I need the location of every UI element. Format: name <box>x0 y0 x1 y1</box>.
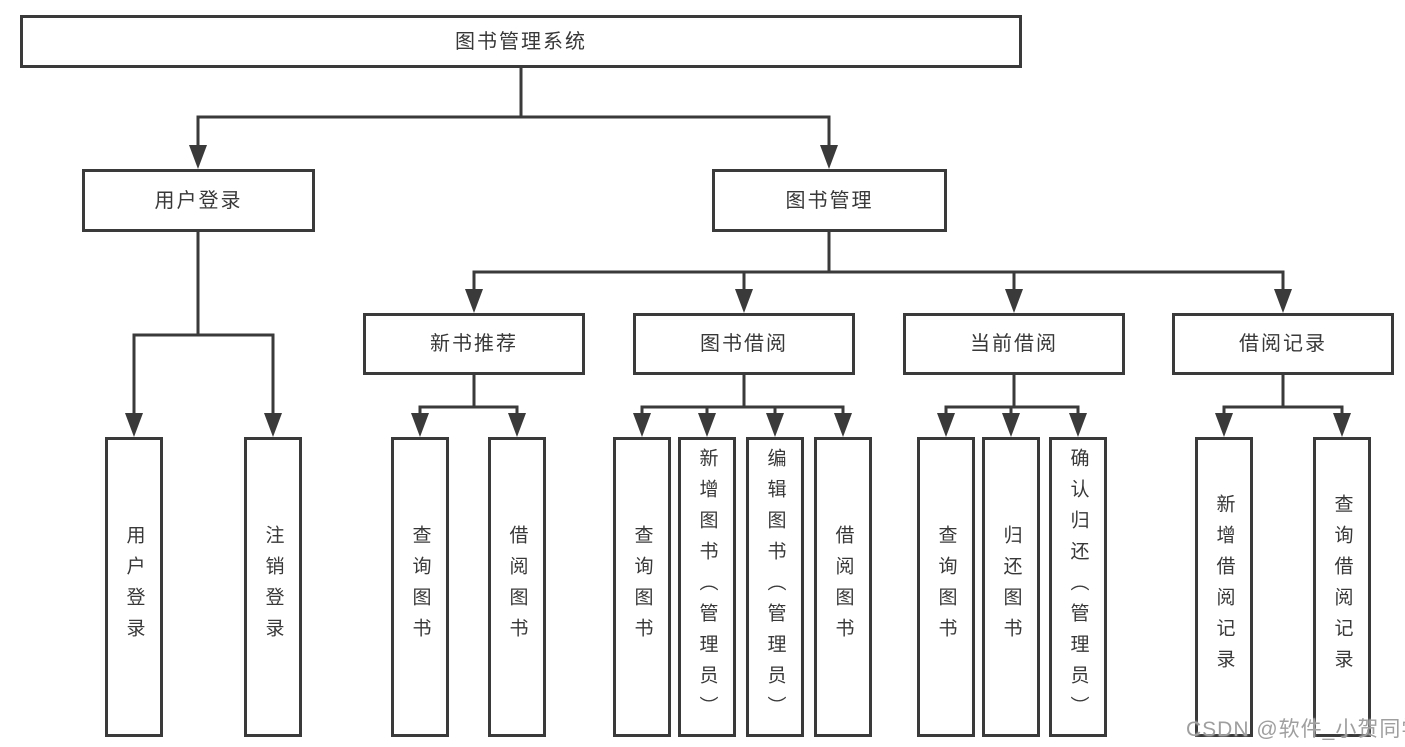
node-new-book-recommend: 新书推荐 <box>363 313 585 375</box>
node-label: 当前借阅 <box>970 333 1058 355</box>
leaf-borrow-books-recommend: 借阅图书 <box>488 437 546 737</box>
node-label: 图书管理系统 <box>455 30 587 53</box>
leaf-return-books: 归还图书 <box>982 437 1040 737</box>
node-label: 编辑图书（管理员） <box>764 447 786 727</box>
node-label: 查询借阅记录 <box>1331 494 1353 680</box>
node-label: 归还图书 <box>1000 525 1022 649</box>
leaf-add-borrow-record: 新增借阅记录 <box>1195 437 1253 737</box>
leaf-query-books-borrowing: 查询图书 <box>613 437 671 737</box>
node-label: 新增借阅记录 <box>1213 494 1235 680</box>
connector-root-to-level1 <box>189 66 838 169</box>
node-label: 借阅图书 <box>506 525 528 649</box>
node-label: 新书推荐 <box>430 333 518 355</box>
leaf-confirm-return-admin: 确认归还（管理员） <box>1049 437 1107 737</box>
node-current-borrowing: 当前借阅 <box>903 313 1125 375</box>
watermark: CSDN @软件_小贺同学 <box>1186 718 1405 741</box>
connector-book-management-children <box>465 230 1292 313</box>
connector-user-login-children <box>125 230 282 437</box>
node-borrowing-records: 借阅记录 <box>1172 313 1394 375</box>
connector-new-book-recommend-children <box>411 373 526 437</box>
node-book-management: 图书管理 <box>712 169 947 232</box>
connector-book-borrowing-children <box>633 373 852 437</box>
node-label: 查询图书 <box>409 525 431 649</box>
leaf-edit-books-admin: 编辑图书（管理员） <box>746 437 804 737</box>
leaf-query-borrow-record: 查询借阅记录 <box>1313 437 1371 737</box>
leaf-query-books-recommend: 查询图书 <box>391 437 449 737</box>
node-label: 新增图书（管理员） <box>696 447 718 727</box>
connector-borrowing-records-children <box>1215 373 1351 437</box>
node-label: 查询图书 <box>631 525 653 649</box>
node-label: 图书借阅 <box>700 333 788 355</box>
node-book-borrowing: 图书借阅 <box>633 313 855 375</box>
node-label: 注销登录 <box>262 525 284 649</box>
leaf-add-books-admin: 新增图书（管理员） <box>678 437 736 737</box>
node-user-login: 用户登录 <box>82 169 315 232</box>
node-library-management-system: 图书管理系统 <box>20 15 1022 68</box>
connector-current-borrowing-children <box>937 373 1087 437</box>
node-label: 借阅图书 <box>832 525 854 649</box>
node-label: 查询图书 <box>935 525 957 649</box>
node-label: 借阅记录 <box>1239 333 1327 355</box>
leaf-borrow-books: 借阅图书 <box>814 437 872 737</box>
node-label: 用户登录 <box>154 189 243 212</box>
node-label: 用户登录 <box>123 525 145 649</box>
node-label: 确认归还（管理员） <box>1067 447 1089 727</box>
leaf-query-books-current: 查询图书 <box>917 437 975 737</box>
leaf-logout: 注销登录 <box>244 437 302 737</box>
node-label: 图书管理 <box>785 189 874 212</box>
leaf-user-login: 用户登录 <box>105 437 163 737</box>
